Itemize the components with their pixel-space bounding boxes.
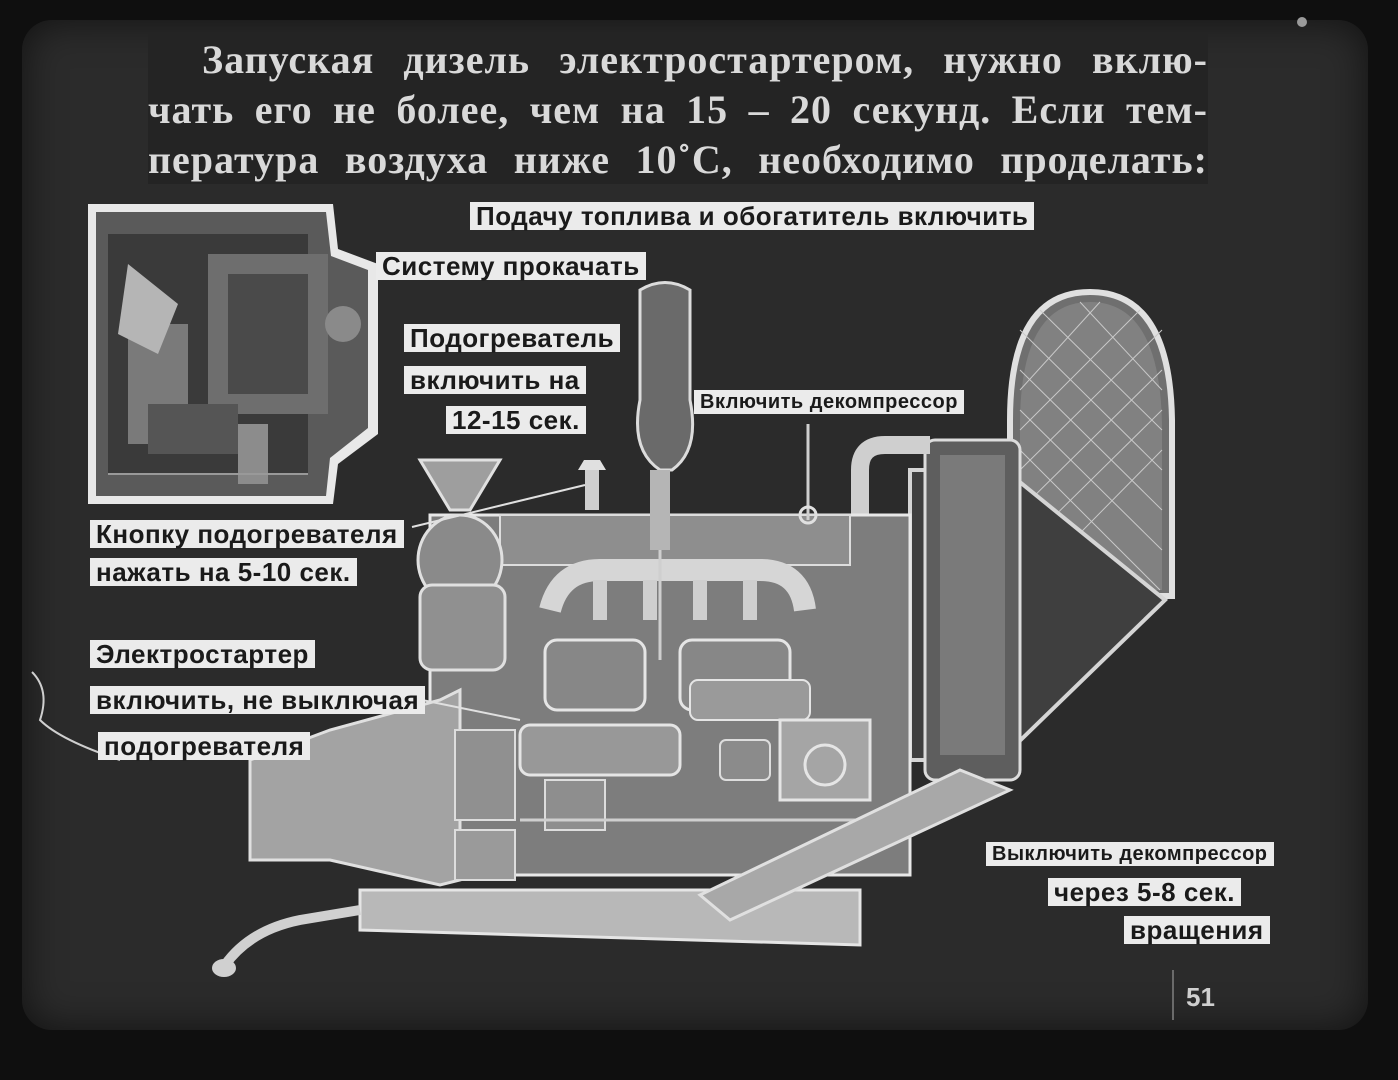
page-number-divider [1172, 970, 1174, 1020]
headline-line-2: чать его не более, чем на 15 – 20 секунд… [148, 87, 1208, 132]
label-heater-button-line-2: нажать на 5-10 сек. [90, 558, 357, 586]
label-starter-line-2: включить, не выключая [90, 686, 426, 714]
label-starter-line-1: Электростартер [90, 640, 315, 668]
label-decompressor-off-line-3: вращения [1124, 916, 1270, 944]
label-fuel-enrichment: Подачу топлива и обогатитель включить [470, 202, 1035, 230]
engine-photo-inset [88, 204, 378, 504]
label-heater-line-3: 12-15 сек. [446, 406, 586, 434]
label-decompressor-off-line-1: Выключить декомпрессор [986, 842, 1274, 866]
headline-line-1: Запуская дизель электростартером, нужно … [202, 37, 1208, 82]
label-heater-line-1: Подогреватель [404, 324, 621, 352]
label-decompressor-on: Включить декомпрессор [694, 390, 964, 414]
label-decompressor-off-line-2: через 5-8 сек. [1048, 878, 1242, 906]
headline-line-3: пература воздуха ниже 10˚С, необходимо п… [148, 137, 1208, 182]
label-heater-button-line-1: Кнопку подогревателя [90, 520, 404, 548]
headline-block: Запуская дизель электростартером, нужно … [148, 34, 1208, 184]
label-heater-line-2: включить на [404, 366, 586, 394]
label-starter-line-3: подогревателя [98, 732, 311, 760]
film-dust-mark [1297, 17, 1307, 27]
page-number: 51 [1186, 982, 1215, 1012]
label-pump-system: Систему прокачать [376, 252, 646, 280]
